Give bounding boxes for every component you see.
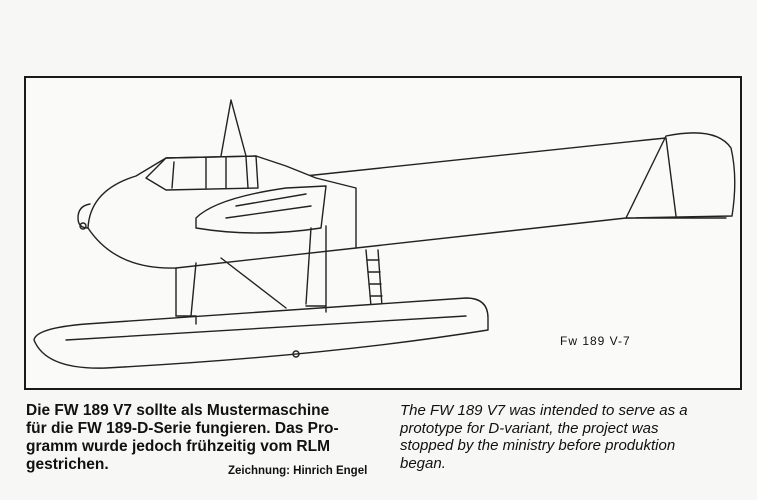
caption-english: The FW 189 V7 was intended to serve as a… bbox=[400, 402, 745, 472]
caption-german-line: für die FW 189-D-Serie fungieren. Das Pr… bbox=[26, 420, 339, 437]
caption-german: Die FW 189 V7 sollte als Mustermaschine … bbox=[26, 402, 396, 474]
wing bbox=[195, 185, 327, 234]
drawing-frame: Fw 189 V-7 bbox=[24, 76, 742, 390]
float bbox=[33, 297, 489, 369]
caption-english-line: stopped by the ministry before produktio… bbox=[400, 437, 676, 454]
caption-english-line: began. bbox=[400, 454, 446, 472]
caption-german-line: gestrichen. bbox=[26, 456, 109, 473]
drawing-credit: Zeichnung: Hinrich Engel bbox=[228, 465, 368, 477]
caption-german-line: Die FW 189 V7 sollte als Mustermaschine bbox=[26, 402, 330, 419]
drawing-label: Fw 189 V-7 bbox=[560, 334, 631, 348]
caption-german-line: gramm wurde jedoch frühzeitig vom RLM bbox=[26, 438, 330, 455]
aircraft-drawing bbox=[33, 99, 736, 369]
caption-english-line: The FW 189 V7 was intended to serve as a bbox=[400, 402, 688, 419]
caption-english-line: prototype for D-variant, the project was bbox=[400, 419, 659, 437]
